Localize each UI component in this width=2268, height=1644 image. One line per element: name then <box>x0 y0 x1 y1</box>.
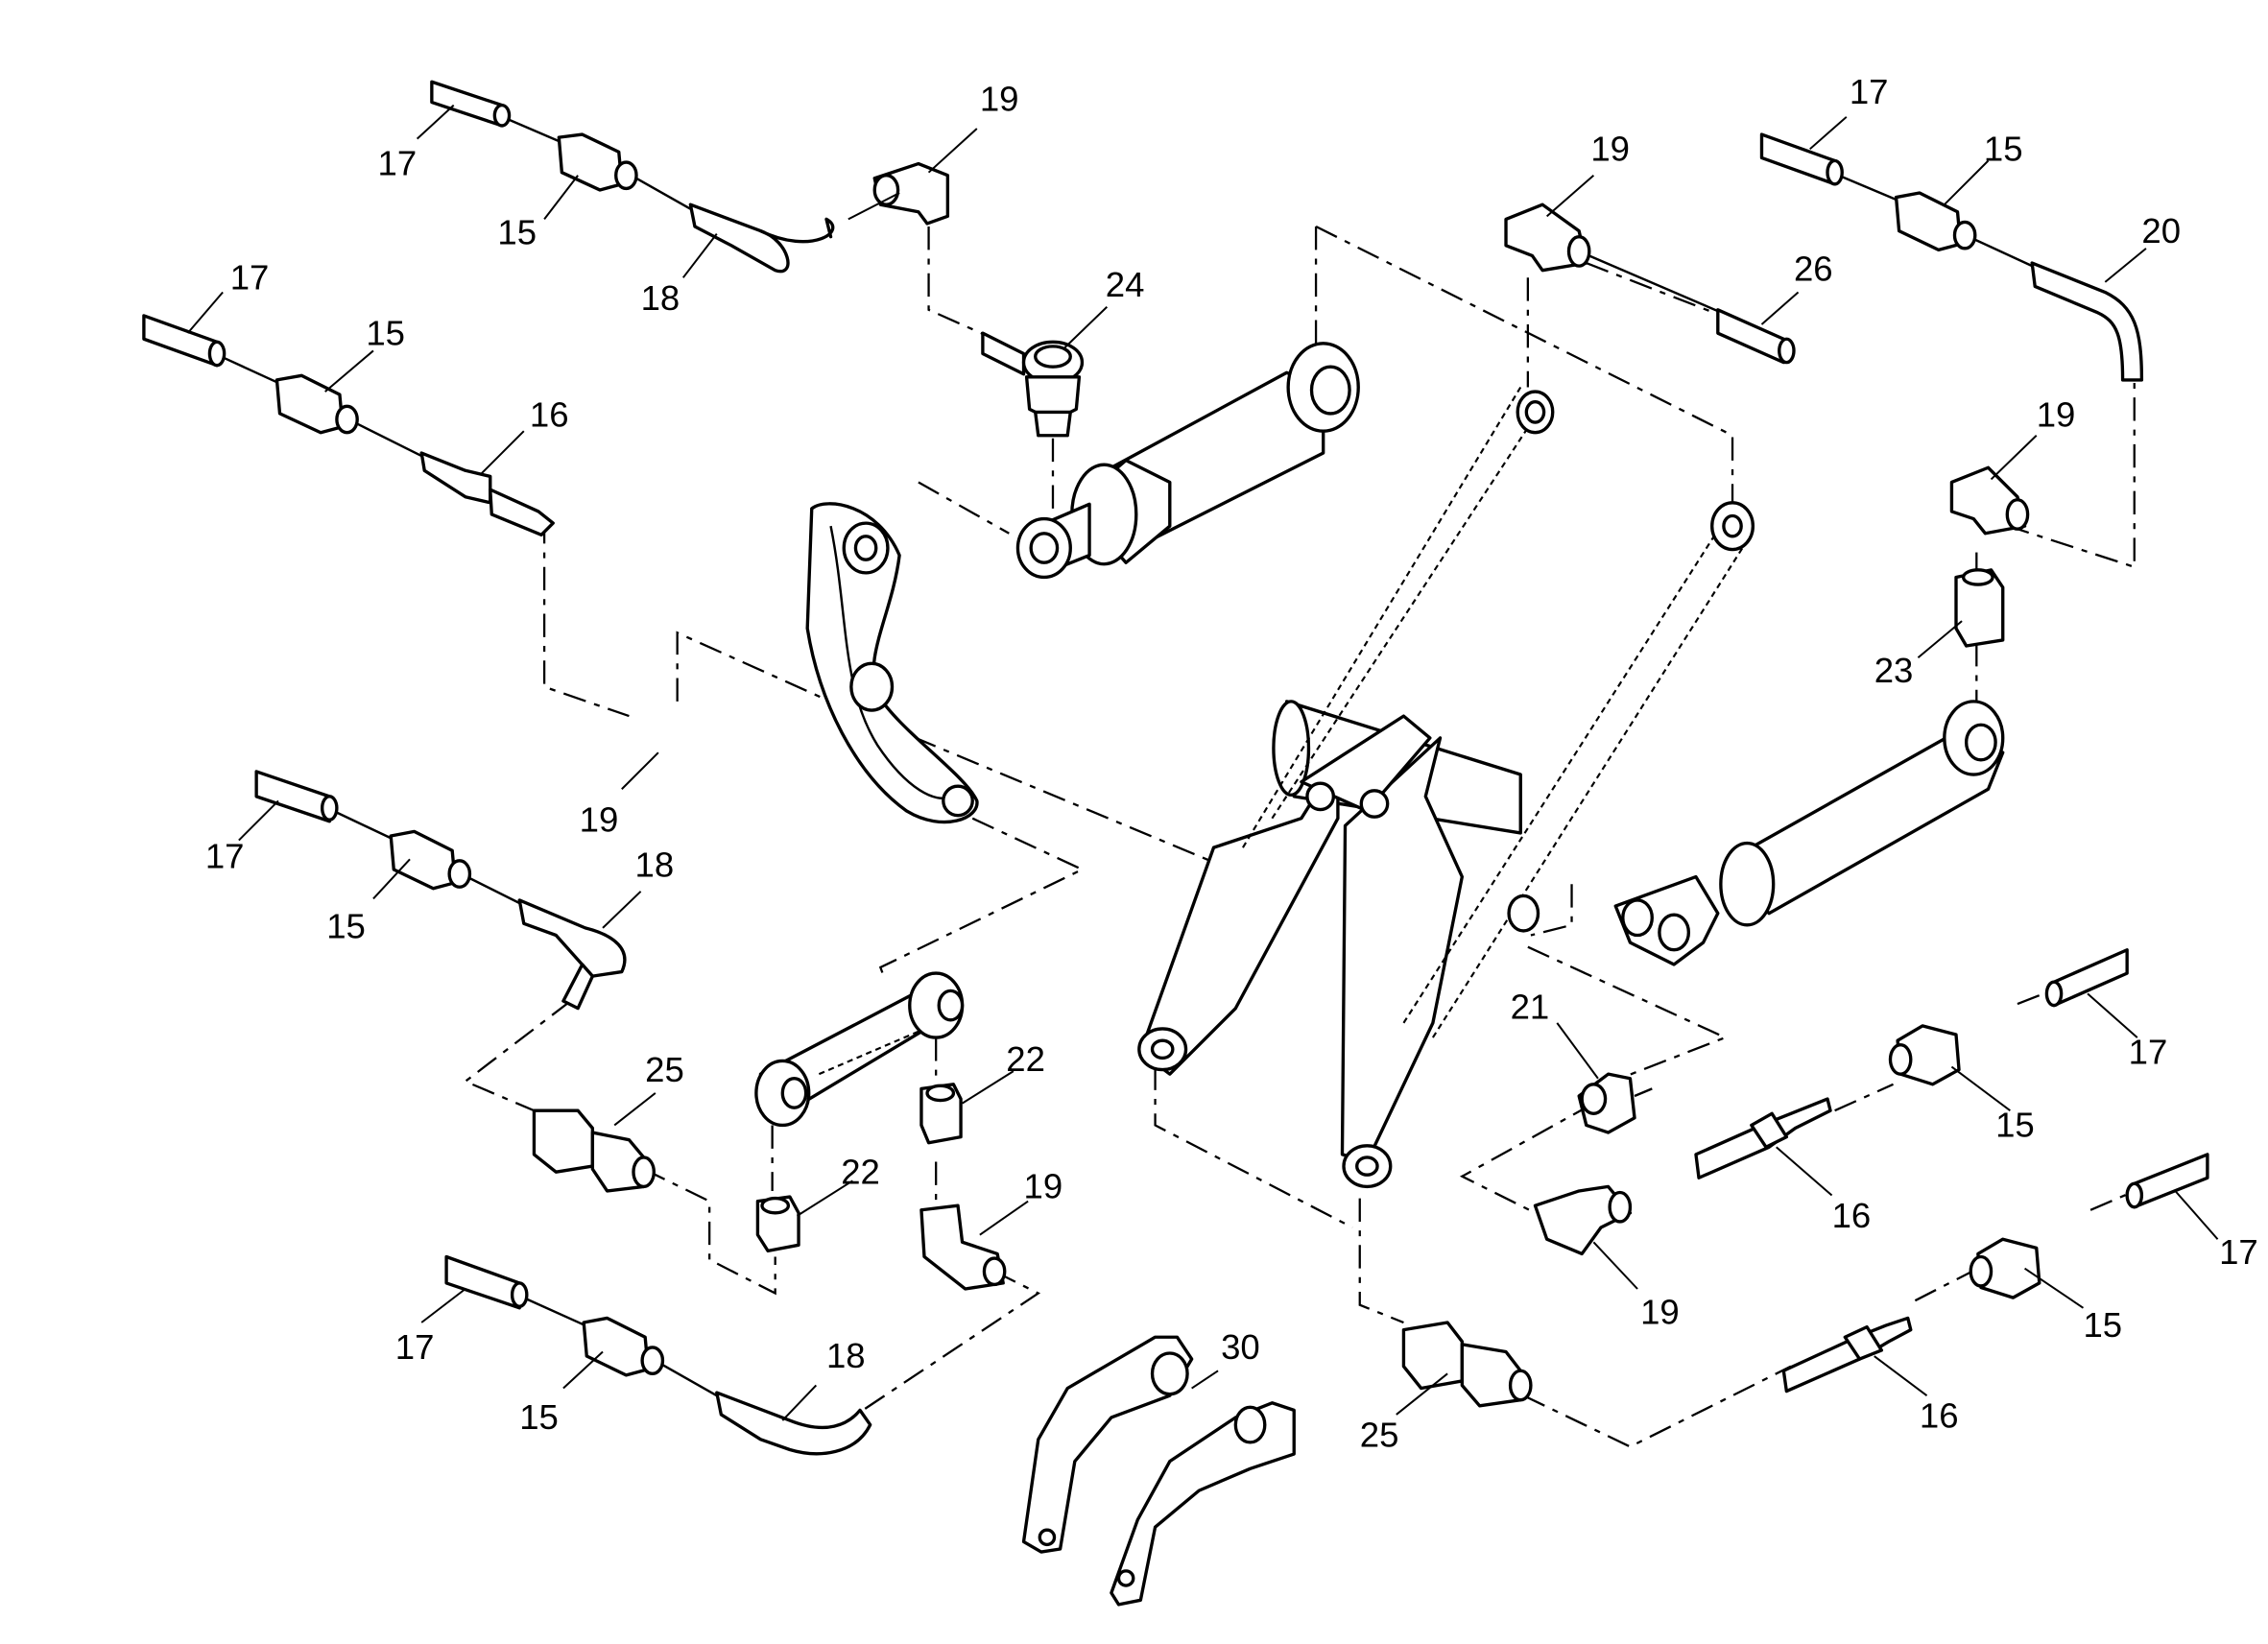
elbow-18 <box>688 203 790 274</box>
hydraulic-cylinder-top <box>1015 342 1360 580</box>
hose-17 <box>142 314 219 368</box>
label-15: 15 <box>1995 1106 2035 1145</box>
label-15: 15 <box>1984 129 2023 168</box>
hose-assembly-mid-left <box>254 770 627 1011</box>
bellcrank-arm <box>805 502 979 824</box>
label-22: 22 <box>841 1152 880 1191</box>
elbow-19 <box>1504 203 1588 273</box>
label-30: 30 <box>1221 1327 1260 1367</box>
hose-17 <box>430 80 504 128</box>
link-rod <box>754 971 965 1128</box>
label-16: 16 <box>1832 1196 1872 1235</box>
label-17: 17 <box>230 257 270 297</box>
label-17: 17 <box>2129 1033 2168 1072</box>
label-19: 19 <box>1590 129 1630 168</box>
label-17: 17 <box>205 836 245 875</box>
nut-15 <box>557 132 624 192</box>
label-18: 18 <box>826 1336 866 1375</box>
assembly-lines <box>463 225 2136 1448</box>
label-15: 15 <box>2083 1305 2122 1345</box>
hose-assembly-right <box>1533 948 2129 1256</box>
label-26: 26 <box>1794 249 1833 288</box>
label-16: 16 <box>1920 1396 1959 1436</box>
label-19: 19 <box>1024 1167 1063 1206</box>
label-17: 17 <box>395 1327 435 1367</box>
label-19: 19 <box>2037 395 2076 435</box>
label-19: 19 <box>980 80 1019 119</box>
label-24: 24 <box>1106 265 1145 304</box>
hose-assembly-left <box>142 314 555 536</box>
fitting-16 <box>419 451 492 505</box>
tube-26 <box>1716 308 1786 365</box>
part-labels: 17 15 18 19 17 15 16 24 19 17 15 18 17 1… <box>205 72 2258 1454</box>
fittings-lower-center <box>532 1083 1007 1291</box>
hose-assembly-top-right <box>1613 132 2144 966</box>
swivel-fitting-24 <box>981 331 1085 438</box>
label-17: 17 <box>1850 72 1889 111</box>
label-19: 19 <box>580 799 619 839</box>
label-17: 17 <box>378 144 418 183</box>
label-22: 22 <box>1006 1039 1045 1079</box>
label-15: 15 <box>366 313 405 352</box>
label-21: 21 <box>1511 987 1550 1026</box>
label-15: 15 <box>519 1397 559 1437</box>
label-18: 18 <box>641 278 680 318</box>
elbow-20 <box>2030 261 2144 382</box>
label-19: 19 <box>1640 1293 1680 1332</box>
label-17: 17 <box>2219 1232 2258 1272</box>
yoke-bracket-30 <box>1021 1335 1296 1607</box>
leader-lines <box>186 104 2219 1421</box>
label-25: 25 <box>645 1050 684 1089</box>
hose-assembly-bottom-right <box>1401 1153 2209 1408</box>
adapter-23 <box>1954 568 2005 648</box>
label-15: 15 <box>497 212 537 251</box>
hose-assembly-top-center-right <box>1504 203 1796 365</box>
lift-frame <box>1137 386 1755 1189</box>
label-18: 18 <box>635 846 675 885</box>
union-25 <box>1401 1321 1465 1391</box>
label-23: 23 <box>1874 651 1914 690</box>
label-25: 25 <box>1360 1415 1399 1454</box>
union-25 <box>532 1108 595 1174</box>
label-15: 15 <box>326 907 366 946</box>
label-16: 16 <box>530 395 569 435</box>
hose-assembly-bottom-left <box>444 1254 872 1456</box>
label-20: 20 <box>2141 211 2181 250</box>
hose-assembly-top-left <box>430 80 950 274</box>
